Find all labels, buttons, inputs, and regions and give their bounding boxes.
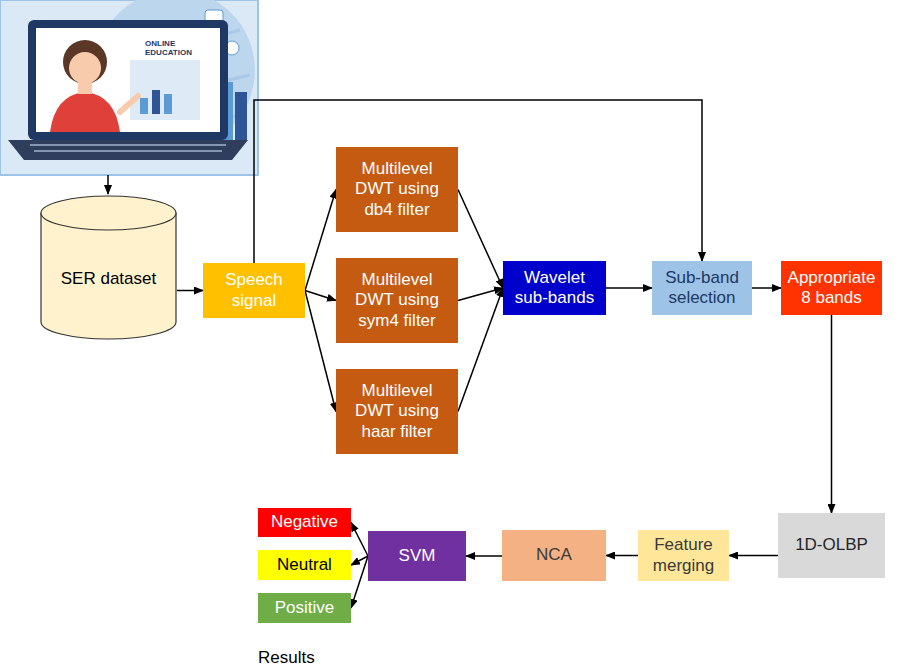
flow-arrow (305, 291, 336, 301)
process-box: Appropriate 8 bands (781, 261, 882, 315)
process-box: Feature merging (638, 530, 729, 581)
node-text: Sub-band selection (656, 268, 748, 309)
node-text: Neutral (277, 555, 332, 575)
node-text: Multilevel DWT using sym4 filter (340, 270, 454, 331)
node-text: SVM (399, 546, 436, 566)
node-text: Multilevel DWT using db4 filter (340, 159, 454, 220)
node-text: NCA (536, 545, 572, 565)
database-cylinder: SER dataset (40, 195, 177, 340)
flow-arrow (351, 523, 368, 557)
flow-arrow (729, 555, 778, 557)
node-text: Multilevel DWT using haar filter (340, 381, 454, 442)
flow-arrow (305, 190, 336, 291)
node-text: Negative (271, 512, 338, 532)
flow-arrow (177, 290, 203, 292)
flow-arrow (458, 288, 503, 412)
result-box: Positive (258, 593, 351, 623)
result-box: Neutral (258, 550, 351, 580)
flow-arrow (458, 190, 503, 289)
dwt-box: Multilevel DWT using sym4 filter (336, 258, 458, 343)
node-text: Wavelet sub-bands (507, 268, 602, 309)
screen-caption: ONLINE EDUCATION (145, 40, 205, 58)
cylinder-outline (40, 195, 177, 340)
process-box: Wavelet sub-bands (503, 261, 606, 315)
flow-arrow (458, 288, 503, 301)
dwt-box: Multilevel DWT using haar filter (336, 369, 458, 454)
flow-arrow (351, 556, 368, 608)
flow-arrow (606, 287, 652, 289)
process-box: 1D-OLBP (778, 513, 885, 578)
result-caption: Results (258, 648, 315, 666)
node-text: Positive (275, 598, 335, 618)
flow-arrow (606, 555, 638, 557)
flow-arrow (254, 100, 702, 263)
process-box: Sub-band selection (652, 261, 752, 315)
node-text: Feature merging (642, 535, 725, 576)
node-text: SER dataset (61, 269, 156, 289)
node-text: Appropriate 8 bands (785, 268, 878, 309)
node-text: Speech signal (207, 270, 301, 311)
process-box: NCA (502, 530, 606, 581)
flow-arrow (831, 315, 833, 513)
flow-arrow (466, 555, 502, 557)
flow-arrow (305, 291, 336, 412)
node-text: 1D-OLBP (795, 535, 868, 555)
classifier-box: SVM (368, 531, 466, 581)
process-box: Speech signal (203, 263, 305, 318)
flow-arrow (752, 287, 781, 289)
result-box: Negative (258, 508, 351, 537)
dwt-box: Multilevel DWT using db4 filter (336, 147, 458, 232)
